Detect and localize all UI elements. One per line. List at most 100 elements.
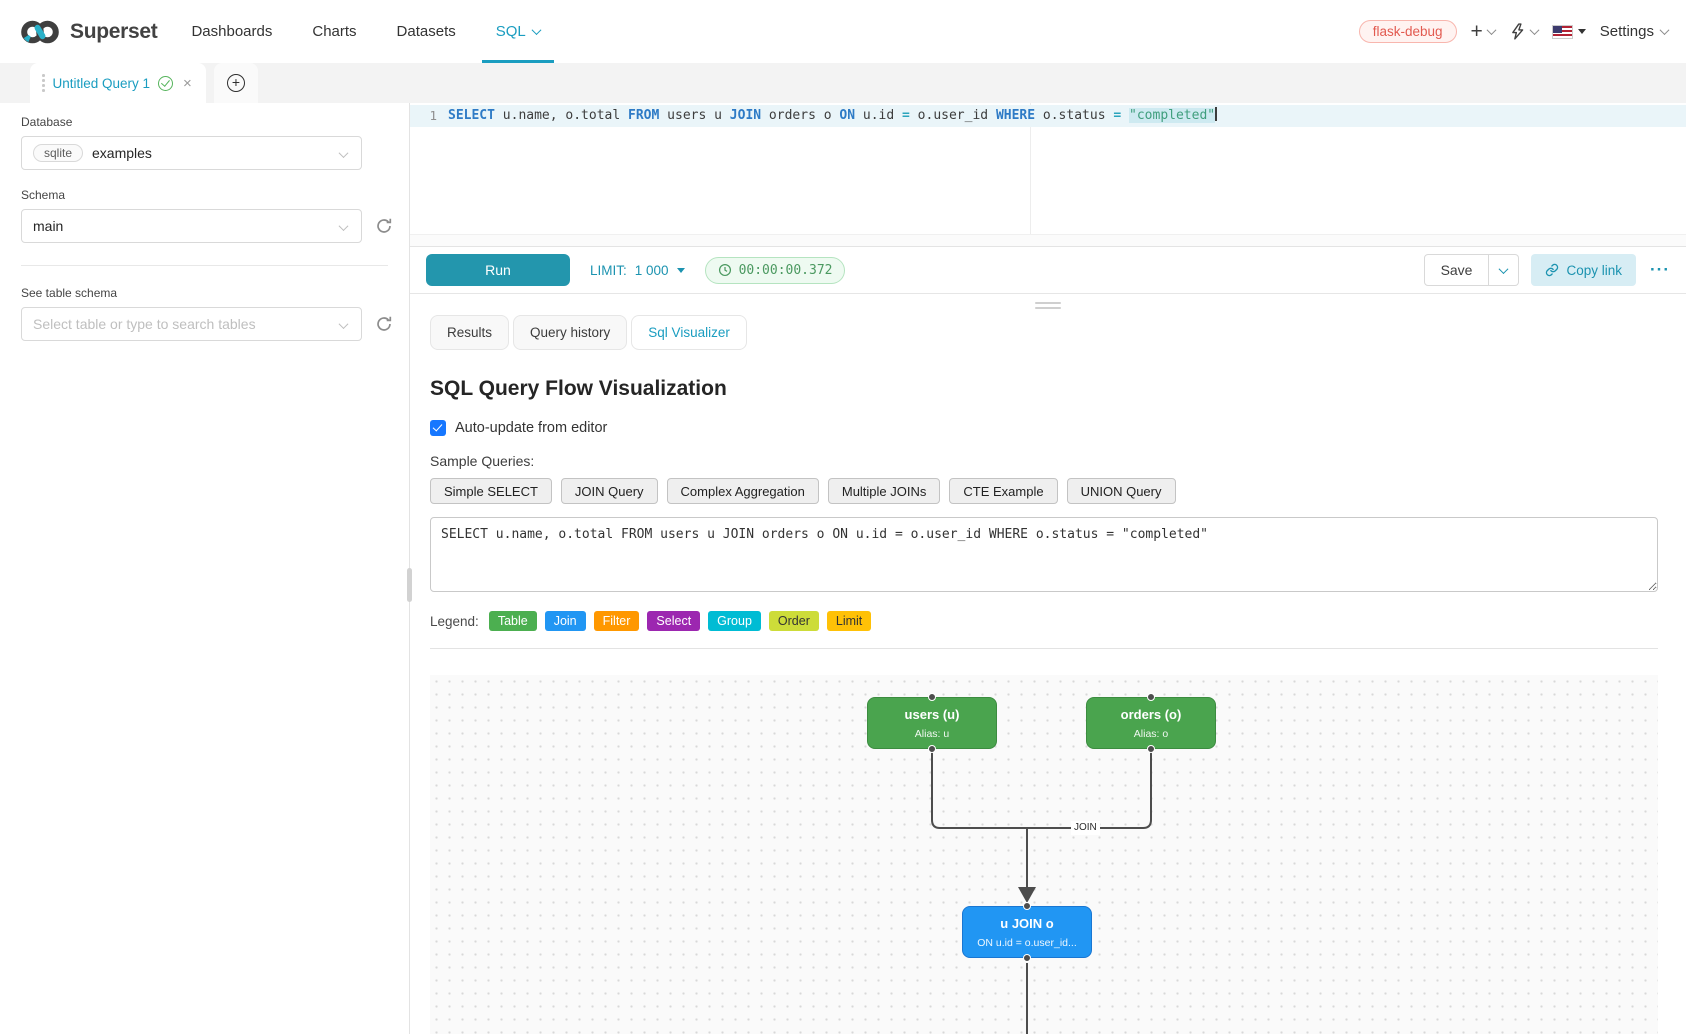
plus-icon: + — [1470, 19, 1483, 43]
node-handle[interactable] — [1023, 954, 1031, 962]
south-pane-tabs: Results Query history Sql Visualizer — [430, 315, 1658, 350]
brand-name: Superset — [70, 19, 158, 43]
query-timer-badge: 00:00:00.372 — [704, 256, 846, 284]
database-select[interactable]: sqlite examples — [21, 136, 362, 170]
environment-badge: flask-debug — [1358, 20, 1457, 43]
table-schema-label: See table schema — [21, 286, 118, 300]
sample-complex-aggregation-button[interactable]: Complex Aggregation — [666, 478, 819, 504]
drag-handle-icon[interactable] — [42, 74, 45, 92]
section-divider — [430, 648, 1658, 649]
query-tab-strip: Untitled Query 1 × + — [0, 63, 1686, 103]
superset-logo[interactable]: Superset — [18, 17, 158, 47]
sample-query-buttons: Simple SELECT JOIN Query Complex Aggrega… — [430, 478, 1658, 504]
node-handle[interactable] — [1023, 902, 1031, 910]
save-button[interactable]: Save — [1423, 254, 1490, 286]
sqllab-main: 1 SELECT u.name, o.total FROM users u JO… — [410, 103, 1686, 1034]
flow-edges — [931, 751, 1152, 1034]
node-subtitle: Alias: u — [914, 728, 950, 740]
query-tab-title: Untitled Query 1 — [52, 75, 151, 91]
content-area: Database sqlite examples Schema main See… — [0, 103, 1686, 1034]
node-subtitle: ON u.id = o.user_id... — [977, 937, 1077, 949]
editor-scrollbar-track[interactable] — [410, 234, 1686, 246]
auto-update-toggle[interactable]: Auto-update from editor — [430, 420, 1658, 436]
nav-dashboards[interactable]: Dashboards — [191, 23, 273, 40]
sample-multiple-joins-button[interactable]: Multiple JOINs — [827, 478, 941, 504]
sidebar-divider — [21, 265, 388, 266]
settings-menu[interactable]: Settings — [1600, 23, 1670, 40]
legend-chip-order: Order — [768, 611, 819, 631]
legend-chip-join: Join — [544, 611, 586, 631]
database-label: Database — [21, 115, 73, 129]
sample-union-query-button[interactable]: UNION Query — [1066, 478, 1176, 504]
limit-value: 1 000 — [634, 262, 669, 278]
sidebar-resize-handle[interactable] — [407, 568, 412, 602]
active-code-line: 1 SELECT u.name, o.total FROM users u JO… — [410, 105, 1686, 127]
query-tab-active[interactable]: Untitled Query 1 × — [30, 63, 206, 103]
clock-icon — [718, 263, 731, 277]
refresh-schemas-icon[interactable] — [375, 217, 393, 235]
sql-lab-shortcut-button[interactable] — [1509, 23, 1540, 40]
navbar: Superset Dashboards Charts Datasets SQL … — [0, 0, 1686, 63]
caret-down-icon — [676, 267, 685, 273]
chevron-down-icon — [531, 25, 542, 36]
tab-query-history[interactable]: Query history — [513, 315, 628, 350]
refresh-tables-icon[interactable] — [375, 315, 393, 333]
node-title: users (u) — [904, 707, 960, 722]
new-item-button[interactable]: + — [1470, 19, 1497, 43]
pane-resize-handle[interactable] — [1035, 302, 1061, 309]
sample-join-query-button[interactable]: JOIN Query — [560, 478, 658, 504]
language-selector[interactable] — [1551, 24, 1586, 39]
legend-chip-filter: Filter — [593, 611, 640, 631]
limit-dropdown[interactable]: LIMIT: 1 000 — [590, 263, 685, 278]
table-select[interactable]: Select table or type to search tables — [21, 307, 362, 341]
nav-charts[interactable]: Charts — [312, 23, 357, 40]
nav-sql[interactable]: SQL — [481, 0, 554, 63]
south-pane: Results Query history Sql Visualizer SQL… — [410, 294, 1686, 1034]
more-actions-button[interactable]: ··· — [1650, 260, 1670, 279]
lightning-bolt-icon — [1511, 23, 1524, 40]
db-engine-badge: sqlite — [33, 144, 84, 162]
flow-node-orders[interactable]: orders (o) Alias: o — [1086, 693, 1216, 753]
viz-sql-input[interactable]: SELECT u.name, o.total FROM users u JOIN… — [430, 517, 1658, 592]
legend: Legend: Table Join Filter Select Group O… — [430, 611, 1658, 631]
auto-update-label: Auto-update from editor — [455, 420, 608, 436]
save-split-button: Save — [1423, 254, 1520, 286]
checkbox-checked-icon[interactable] — [430, 420, 446, 436]
schema-select[interactable]: main — [21, 209, 362, 243]
flow-node-join[interactable]: u JOIN o ON u.id = o.user_id... — [962, 902, 1092, 962]
us-flag-icon — [1551, 24, 1573, 39]
editor-toolbar: Run LIMIT: 1 000 00:00:00.372 Save — [410, 247, 1686, 294]
copy-link-label: Copy link — [1566, 262, 1623, 278]
caret-down-icon — [1577, 29, 1586, 34]
tab-sql-visualizer[interactable]: Sql Visualizer — [631, 315, 747, 350]
close-tab-icon[interactable]: × — [183, 74, 192, 92]
chevron-down-icon — [338, 319, 349, 330]
flow-canvas[interactable]: JOIN users (u) Alias: u orders (o) Alias… — [430, 675, 1658, 1034]
save-dropdown-button[interactable] — [1489, 254, 1520, 286]
legend-chip-group: Group — [708, 611, 761, 631]
table-select-placeholder: Select table or type to search tables — [33, 316, 256, 332]
limit-label: LIMIT: — [590, 262, 627, 278]
copy-link-button[interactable]: Copy link — [1531, 254, 1637, 286]
node-handle[interactable] — [928, 693, 936, 701]
chevron-down-icon — [338, 221, 349, 232]
sample-cte-example-button[interactable]: CTE Example — [949, 478, 1058, 504]
flow-node-users[interactable]: users (u) Alias: u — [867, 693, 997, 753]
viz-title: SQL Query Flow Visualization — [430, 377, 727, 400]
node-handle[interactable] — [1147, 693, 1155, 701]
new-query-tab-button[interactable]: + — [214, 63, 258, 103]
run-button[interactable]: Run — [426, 254, 570, 286]
plus-circle-icon: + — [227, 74, 245, 92]
print-margin-ruler — [1030, 103, 1031, 234]
navbar-right: flask-debug + Settings — [1358, 19, 1670, 43]
chevron-down-icon — [1659, 25, 1670, 36]
nav-datasets[interactable]: Datasets — [396, 23, 456, 40]
tab-results[interactable]: Results — [430, 315, 510, 350]
chevron-down-icon — [338, 148, 349, 159]
sql-editor[interactable]: 1 SELECT u.name, o.total FROM users u JO… — [410, 103, 1686, 247]
sql-code-line: SELECT u.name, o.total FROM users u JOIN… — [448, 107, 1217, 123]
chevron-down-icon — [1486, 25, 1497, 36]
sample-simple-select-button[interactable]: Simple SELECT — [430, 478, 552, 504]
node-handle[interactable] — [1147, 745, 1155, 753]
node-handle[interactable] — [928, 745, 936, 753]
